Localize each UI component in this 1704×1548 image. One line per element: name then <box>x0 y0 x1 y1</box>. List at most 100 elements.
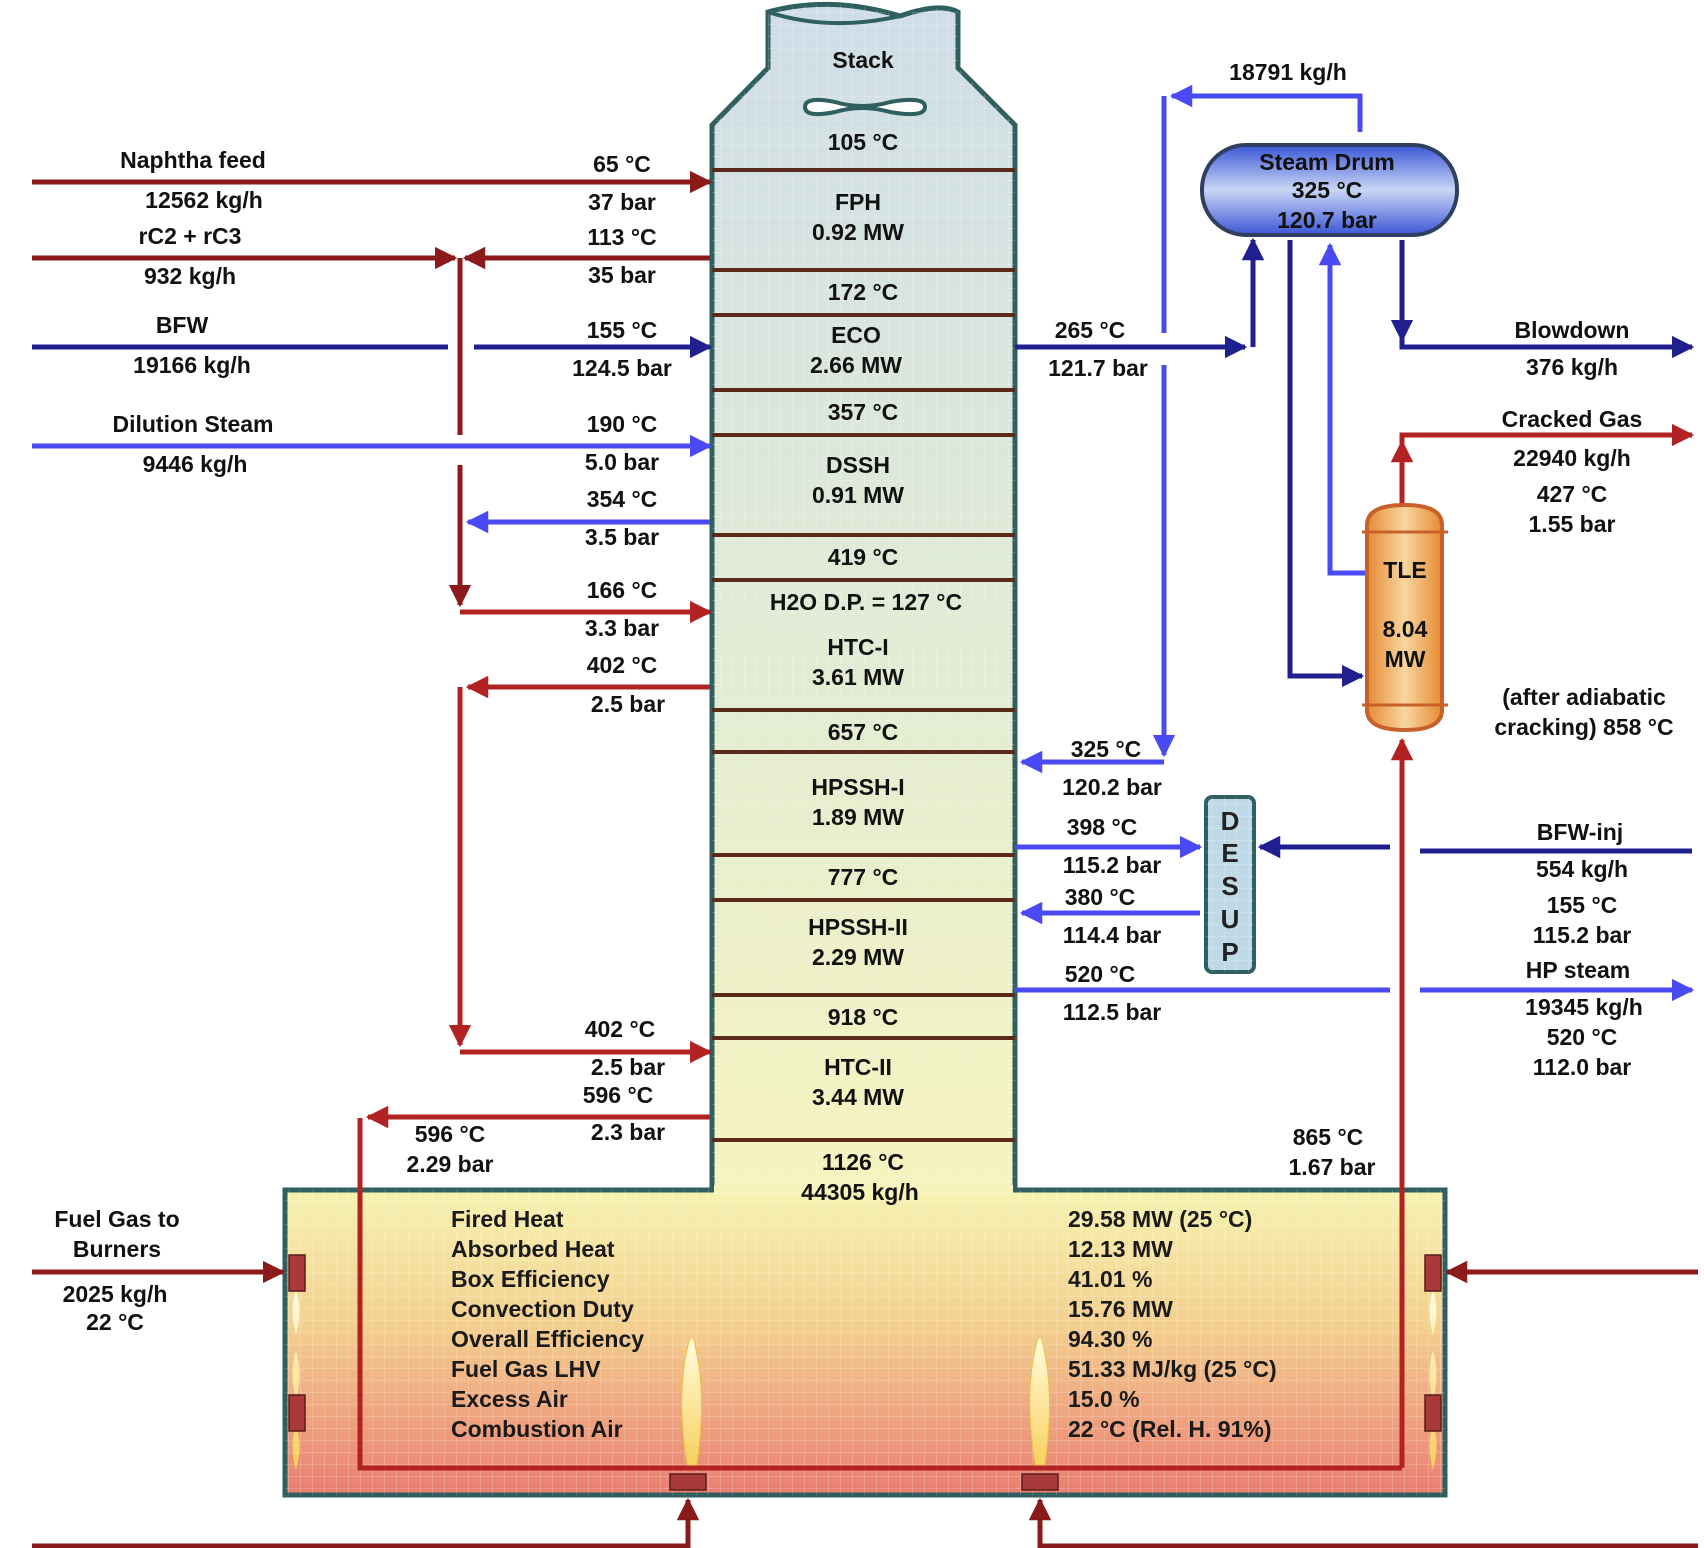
htc1-out-temp: 402 °C <box>587 652 658 678</box>
desup-letter-d: D <box>1221 806 1240 836</box>
burner-flame-icon <box>292 1290 1437 1471</box>
convection-section: Stack 105 °C FPH 0.92 MW 172 °C ECO 2.66… <box>709 1 1018 1193</box>
naphtha-temp: 65 °C <box>593 151 651 177</box>
fb-label-2: Box Efficiency <box>451 1266 610 1292</box>
firebox: 44305 kg/h Fired Heat Absorbed Heat Box … <box>282 737 1448 1498</box>
radiant-coil <box>357 1118 1402 1471</box>
section-duty-hpssh2: 2.29 MW <box>812 944 904 970</box>
flue-temp-6: 918 °C <box>828 1004 899 1030</box>
fb-value-2: 41.01 % <box>1068 1266 1152 1292</box>
bfwinj-pres: 115.2 bar <box>1533 922 1632 948</box>
rc-pres: 35 bar <box>588 262 656 288</box>
desup-letter-u: U <box>1221 904 1240 934</box>
fb-value-4: 94.30 % <box>1068 1326 1152 1352</box>
adiabatic-note-2: cracking) 858 °C <box>1494 714 1673 740</box>
section-name-eco: ECO <box>831 322 881 348</box>
bfw-name: BFW <box>156 312 209 338</box>
hpssh1-in-pres: 120.2 bar <box>1062 774 1162 800</box>
fb-label-3: Convection Duty <box>451 1296 634 1322</box>
rc-flow: 932 kg/h <box>144 263 236 289</box>
fb-label-5: Fuel Gas LHV <box>451 1356 601 1382</box>
drum-top-flow: 18791 kg/h <box>1229 59 1347 85</box>
fb-value-1: 12.13 MW <box>1068 1236 1173 1262</box>
hpsteam-pres: 112.0 bar <box>1533 1054 1632 1080</box>
desup-letter-e: E <box>1221 838 1238 868</box>
fb-value-5: 51.33 MJ/kg (25 °C) <box>1068 1356 1277 1382</box>
flue-temp-4: 657 °C <box>828 719 899 745</box>
right-streams <box>1015 84 1695 1002</box>
section-name-htc2: HTC-II <box>824 1054 892 1080</box>
fb-value-3: 15.76 MW <box>1068 1296 1173 1322</box>
adiabatic-note-1: (after adiabatic <box>1502 684 1666 710</box>
bfw-pres: 124.5 bar <box>572 355 672 381</box>
burner-block-icon <box>288 1254 1442 1491</box>
desup-letter-p: P <box>1221 937 1238 967</box>
cracked-gas-name: Cracked Gas <box>1502 406 1643 432</box>
section-duty-htc1: 3.61 MW <box>812 664 904 690</box>
fuel-flow: 2025 kg/h <box>63 1281 168 1307</box>
flue-temp-5: 777 °C <box>828 864 899 890</box>
fb-value-7: 22 °C (Rel. H. 91%) <box>1068 1416 1272 1442</box>
flue-temp-7: 1126 °C <box>822 1149 904 1175</box>
fb-label-0: Fired Heat <box>451 1206 564 1232</box>
fb-value-6: 15.0 % <box>1068 1386 1140 1412</box>
dilution-pres: 5.0 bar <box>585 449 659 475</box>
section-name-hpssh1: HPSSH-I <box>811 774 904 800</box>
eco-out-temp: 265 °C <box>1055 317 1126 343</box>
flue-temp-2: 357 °C <box>828 399 899 425</box>
fb-label-7: Combustion Air <box>451 1416 623 1442</box>
hpssh2-in-pres: 114.4 bar <box>1063 922 1162 948</box>
fuel-temp: 22 °C <box>86 1309 144 1335</box>
to-box-temp: 596 °C <box>415 1121 486 1147</box>
section-duty-htc2: 3.44 MW <box>812 1084 904 1110</box>
htc1-out-pres: 2.5 bar <box>591 691 665 717</box>
bfwinj-temp: 155 °C <box>1547 892 1618 918</box>
naphtha-pres: 37 bar <box>588 189 656 215</box>
cracked-gas-flow: 22940 kg/h <box>1513 445 1631 471</box>
flue-gas-flow: 44305 kg/h <box>801 1179 919 1205</box>
blowdown-flow: 376 kg/h <box>1526 354 1618 380</box>
flue-temp-3: 419 °C <box>828 544 899 570</box>
fuel-name-2: Burners <box>73 1236 161 1262</box>
fuel-bottom-right-line <box>1028 1497 1698 1548</box>
fb-value-0: 29.58 MW (25 °C) <box>1068 1206 1252 1232</box>
hpssh2-out-temp: 520 °C <box>1065 961 1136 987</box>
hpssh2-out-pres: 112.5 bar <box>1063 999 1162 1025</box>
htc2-in-temp: 402 °C <box>585 1016 656 1042</box>
hpssh1-out-temp: 398 °C <box>1067 814 1138 840</box>
hpsteam-flow: 19345 kg/h <box>1525 994 1643 1020</box>
dew-point-label: H2O D.P. = 127 °C <box>770 589 962 615</box>
stack-exit-temp: 105 °C <box>828 129 899 155</box>
bfwinj-flow: 554 kg/h <box>1536 856 1628 882</box>
coil-out-temp: 865 °C <box>1293 1124 1364 1150</box>
drum-pres: 120.7 bar <box>1277 207 1377 233</box>
rc-name: rC2 + rC3 <box>139 223 242 249</box>
htc2-in-pres: 2.5 bar <box>591 1054 665 1080</box>
drum-name: Steam Drum <box>1259 149 1394 175</box>
section-duty-dssh: 0.91 MW <box>812 482 904 508</box>
fb-label-1: Absorbed Heat <box>451 1236 615 1262</box>
desup-letter-s: S <box>1221 871 1238 901</box>
flue-temp-1: 172 °C <box>828 279 899 305</box>
tle-duty-unit: MW <box>1385 646 1426 672</box>
hpssh1-in-temp: 325 °C <box>1071 736 1142 762</box>
riser-line <box>1318 242 1370 576</box>
steam-drum: Steam Drum 325 °C 120.7 bar <box>1200 143 1459 237</box>
section-dividers <box>712 168 1015 1142</box>
stack-title: Stack <box>832 47 894 73</box>
htc1-in-pres: 3.3 bar <box>585 615 659 641</box>
hpsteam-temp: 520 °C <box>1547 1024 1618 1050</box>
htc1-in-temp: 166 °C <box>587 577 658 603</box>
naphtha-flow: 12562 kg/h <box>145 187 263 213</box>
dssh-out-temp: 354 °C <box>587 486 658 512</box>
section-name-htc1: HTC-I <box>827 634 888 660</box>
hpssh1-out-pres: 115.2 bar <box>1063 852 1162 878</box>
drum-steam-top-line <box>1169 84 1363 132</box>
tle-duty-value: 8.04 <box>1383 616 1428 642</box>
fb-label-6: Excess Air <box>451 1386 568 1412</box>
downcomer-line <box>1287 240 1365 688</box>
fuel-name-1: Fuel Gas to <box>54 1206 179 1232</box>
cracked-gas-temp: 427 °C <box>1537 481 1608 507</box>
to-box-pres: 2.29 bar <box>407 1151 494 1177</box>
dilution-flow: 9446 kg/h <box>143 451 248 477</box>
